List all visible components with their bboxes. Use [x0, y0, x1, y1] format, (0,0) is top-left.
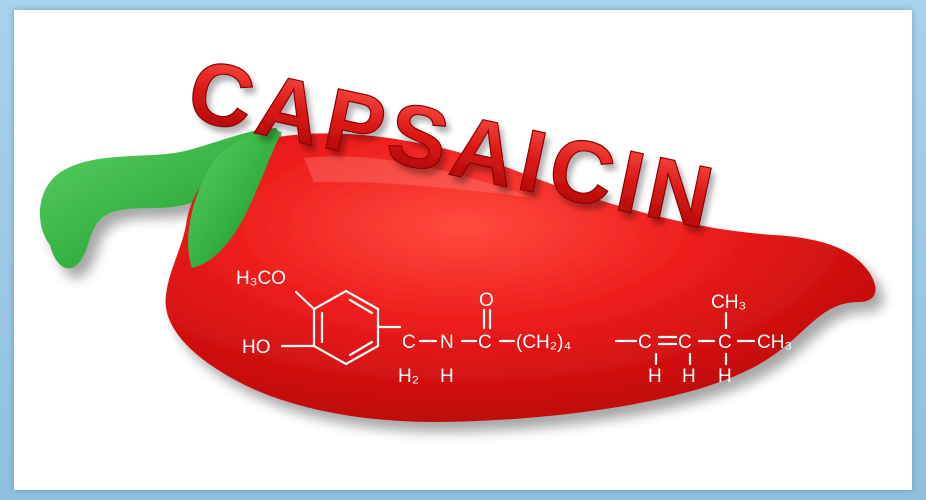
- h2-label: H₂: [398, 366, 419, 387]
- capsaicin-illustration: CAPSAICIN: [39, 39, 876, 422]
- stem-cap-shape: [188, 131, 282, 268]
- pepper-highlight: [304, 156, 534, 198]
- nh-label: H: [440, 366, 454, 387]
- h-label-c: H: [718, 366, 732, 387]
- carbon-label-4: C: [678, 332, 692, 353]
- ring-double-bond-top: [348, 298, 374, 315]
- ring-double-bond-bottom: [348, 340, 374, 357]
- image-canvas: CAPSAICIN: [14, 10, 912, 490]
- methyl-top-label: CH₃: [711, 292, 746, 313]
- methoxy-label: H₃CO: [236, 268, 286, 289]
- methoxy-bond: [294, 290, 316, 311]
- capsaicin-structural-formula: [280, 289, 756, 366]
- h-label-b: H: [682, 366, 696, 387]
- carbon-label-3: C: [638, 332, 652, 353]
- methyl-right-label: CH₃: [757, 332, 792, 353]
- carbon-label-2: C: [478, 332, 492, 353]
- oxygen-label: O: [479, 290, 494, 311]
- carbon-label-5: C: [718, 332, 732, 353]
- formula-labels: H₃CO HO C N C O (CH₂)₄ C C C H₂ H H H H …: [236, 268, 792, 387]
- nitrogen-label: N: [440, 332, 454, 353]
- pepper-shape: [165, 133, 876, 422]
- hydroxy-label: HO: [242, 337, 271, 358]
- chain-label: (CH₂)₄: [516, 332, 571, 353]
- carbon-label-1: C: [402, 332, 416, 353]
- h-label-a: H: [648, 366, 662, 387]
